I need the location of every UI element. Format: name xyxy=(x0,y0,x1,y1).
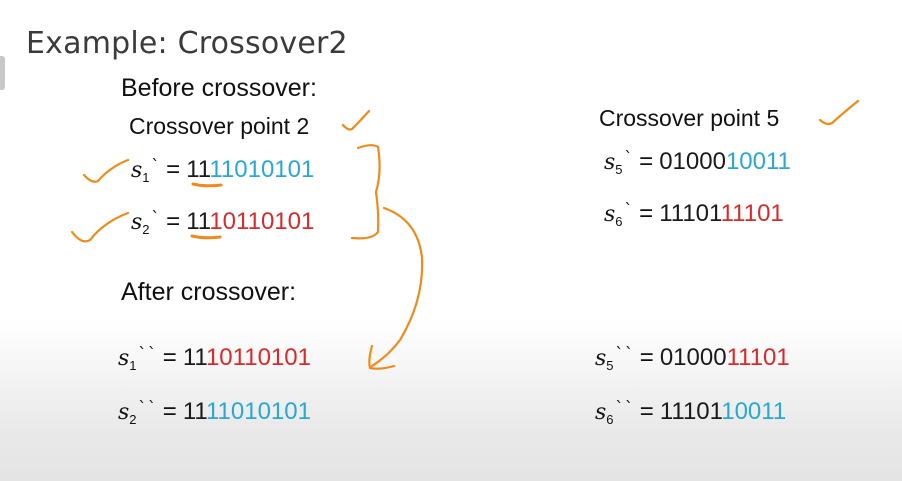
prime-mark: `` xyxy=(614,344,634,363)
kept-bits: 11 xyxy=(182,398,206,425)
equals-sign: = xyxy=(639,344,654,371)
crossover-underline xyxy=(190,234,222,240)
swapped-bits-blue: 10011 xyxy=(721,398,787,425)
check-mark-icon xyxy=(341,109,371,131)
swapped-bits-red: 11101 xyxy=(720,200,784,227)
swapped-bits-blue: 10011 xyxy=(725,148,791,175)
kept-bits: 01000 xyxy=(659,148,726,175)
chromosome-s2-before: s2` =1110110101 xyxy=(131,208,315,237)
chromosome-s5-before: s5` =0100010011 xyxy=(604,148,791,177)
before-crossover-heading: Before crossover: xyxy=(121,74,317,102)
chromosome-variable: s5 xyxy=(604,150,623,177)
curved-arrow-annotation xyxy=(370,206,424,368)
swapped-bits-red: 10110101 xyxy=(209,208,315,235)
kept-bits: 11101 xyxy=(659,200,721,227)
chromosome-variable: s1 xyxy=(118,346,137,373)
arrow-head-icon xyxy=(368,344,396,370)
equals-sign: = xyxy=(166,156,181,183)
kept-bits: 11 xyxy=(186,156,210,183)
check-mark-icon xyxy=(70,211,130,243)
chromosome-variable: s1 xyxy=(131,158,150,185)
chromosome-s1-after: s1`` =1110110101 xyxy=(118,344,311,373)
swapped-bits-blue: 11010101 xyxy=(205,398,311,425)
equals-sign: = xyxy=(639,398,654,425)
equals-sign: = xyxy=(639,200,654,227)
side-tab-handle[interactable] xyxy=(0,56,5,90)
kept-bits: 11 xyxy=(182,344,206,371)
right-crossover-point-label: Crossover point 5 xyxy=(599,105,780,131)
chromosome-s6-after: s6`` =1110110011 xyxy=(595,398,787,427)
prime-mark: ` xyxy=(150,156,161,175)
after-crossover-heading: After crossover: xyxy=(121,278,297,306)
swapped-bits-red: 10110101 xyxy=(205,344,311,371)
chromosome-s5-after: s5`` =0100011101 xyxy=(595,344,790,373)
chromosome-s6-before: s6`=1110111101 xyxy=(604,200,784,229)
swapped-bits-blue: 11010101 xyxy=(209,156,315,183)
chromosome-variable: s6 xyxy=(604,202,623,229)
check-mark-icon xyxy=(82,158,130,183)
kept-bits: 11 xyxy=(186,208,210,235)
chromosome-variable: s6 xyxy=(595,400,614,427)
equals-sign: = xyxy=(162,344,177,371)
chromosome-variable: s5 xyxy=(595,346,614,373)
kept-bits: 01000 xyxy=(659,344,727,371)
equals-sign: = xyxy=(166,208,181,235)
swapped-bits-red: 11101 xyxy=(726,344,790,371)
prime-mark: ` xyxy=(623,148,634,167)
kept-bits: 11101 xyxy=(659,398,722,425)
prime-mark: ` xyxy=(150,208,161,227)
equals-sign: = xyxy=(639,148,654,175)
check-mark-icon xyxy=(818,99,860,126)
crossover-underline xyxy=(191,182,223,188)
prime-mark: `` xyxy=(614,398,634,417)
left-crossover-point-label: Crossover point 2 xyxy=(129,113,310,139)
equals-sign: = xyxy=(162,398,177,425)
chromosome-s1-before: s1` =1111010101 xyxy=(131,156,315,185)
chromosome-variable: s2 xyxy=(131,210,150,237)
bracket-annotation xyxy=(350,144,381,240)
chromosome-variable: s2 xyxy=(118,400,137,427)
prime-mark: `` xyxy=(137,398,157,417)
slide-title: Example: Crossover2 xyxy=(26,26,348,61)
prime-mark: `` xyxy=(137,344,157,363)
prime-mark: ` xyxy=(623,200,634,219)
chromosome-s2-after: s2`` =1111010101 xyxy=(118,398,311,427)
